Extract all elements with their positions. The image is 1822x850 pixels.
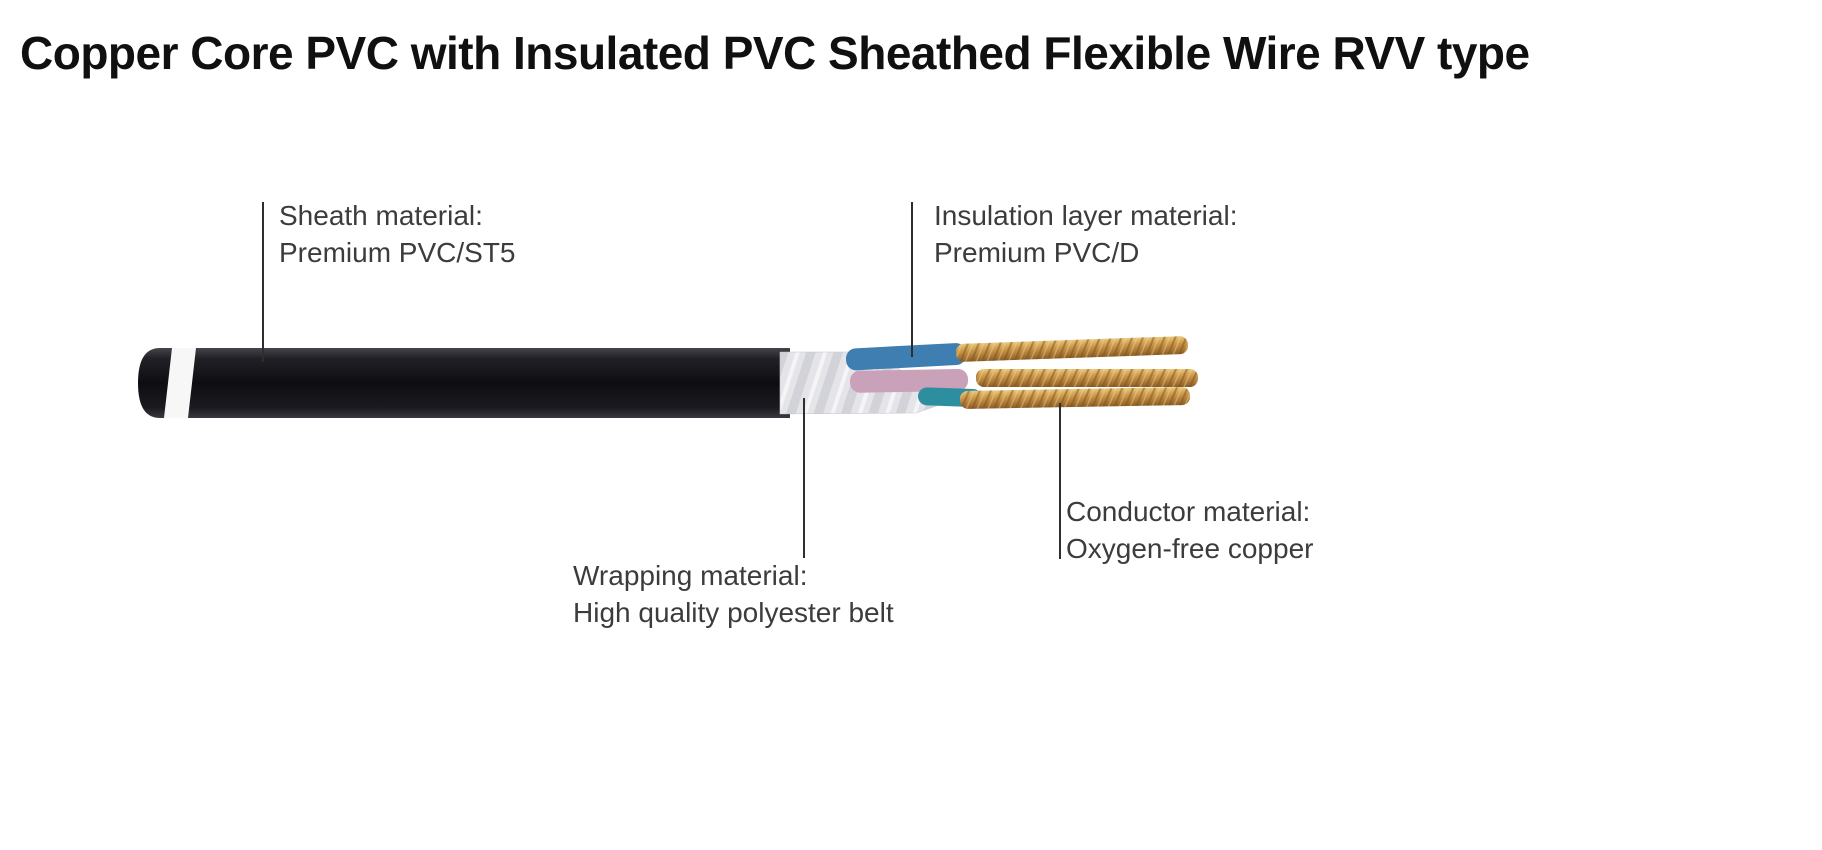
insulation-label-line2: Premium PVC/D	[934, 237, 1140, 268]
cable-illustration	[138, 336, 1198, 418]
wrapping-label: Wrapping material: High quality polyeste…	[573, 557, 894, 631]
sheath-label: Sheath material: Premium PVC/ST5	[279, 197, 516, 271]
conductor-label-line2: Oxygen-free copper	[1066, 533, 1314, 564]
sheath-stripe	[164, 348, 196, 418]
copper-strand-top	[955, 336, 1188, 362]
wire-blue	[846, 343, 966, 371]
conductor-label: Conductor material: Oxygen-free copper	[1066, 493, 1313, 567]
sheath-label-line1: Sheath material:	[279, 200, 483, 231]
sheath-label-line2: Premium PVC/ST5	[279, 237, 516, 268]
diagram-title: Copper Core PVC with Insulated PVC Sheat…	[20, 27, 1530, 79]
conductor-label-line1: Conductor material:	[1066, 496, 1311, 527]
insulation-label-line1: Insulation layer material:	[934, 200, 1238, 231]
copper-strand-middle	[976, 369, 1198, 387]
cable-sheath	[138, 348, 790, 418]
conductor-leader-line	[1059, 403, 1061, 559]
insulation-leader-line	[911, 202, 913, 357]
copper-strand-bottom	[959, 387, 1190, 409]
wrapping-label-line1: Wrapping material:	[573, 560, 808, 591]
insulation-label: Insulation layer material: Premium PVC/D	[934, 197, 1237, 271]
sheath-leader-line	[262, 202, 264, 362]
wire-pink	[849, 368, 969, 393]
wrapping-label-line2: High quality polyester belt	[573, 597, 894, 628]
wrapping-leader-line	[803, 398, 805, 558]
